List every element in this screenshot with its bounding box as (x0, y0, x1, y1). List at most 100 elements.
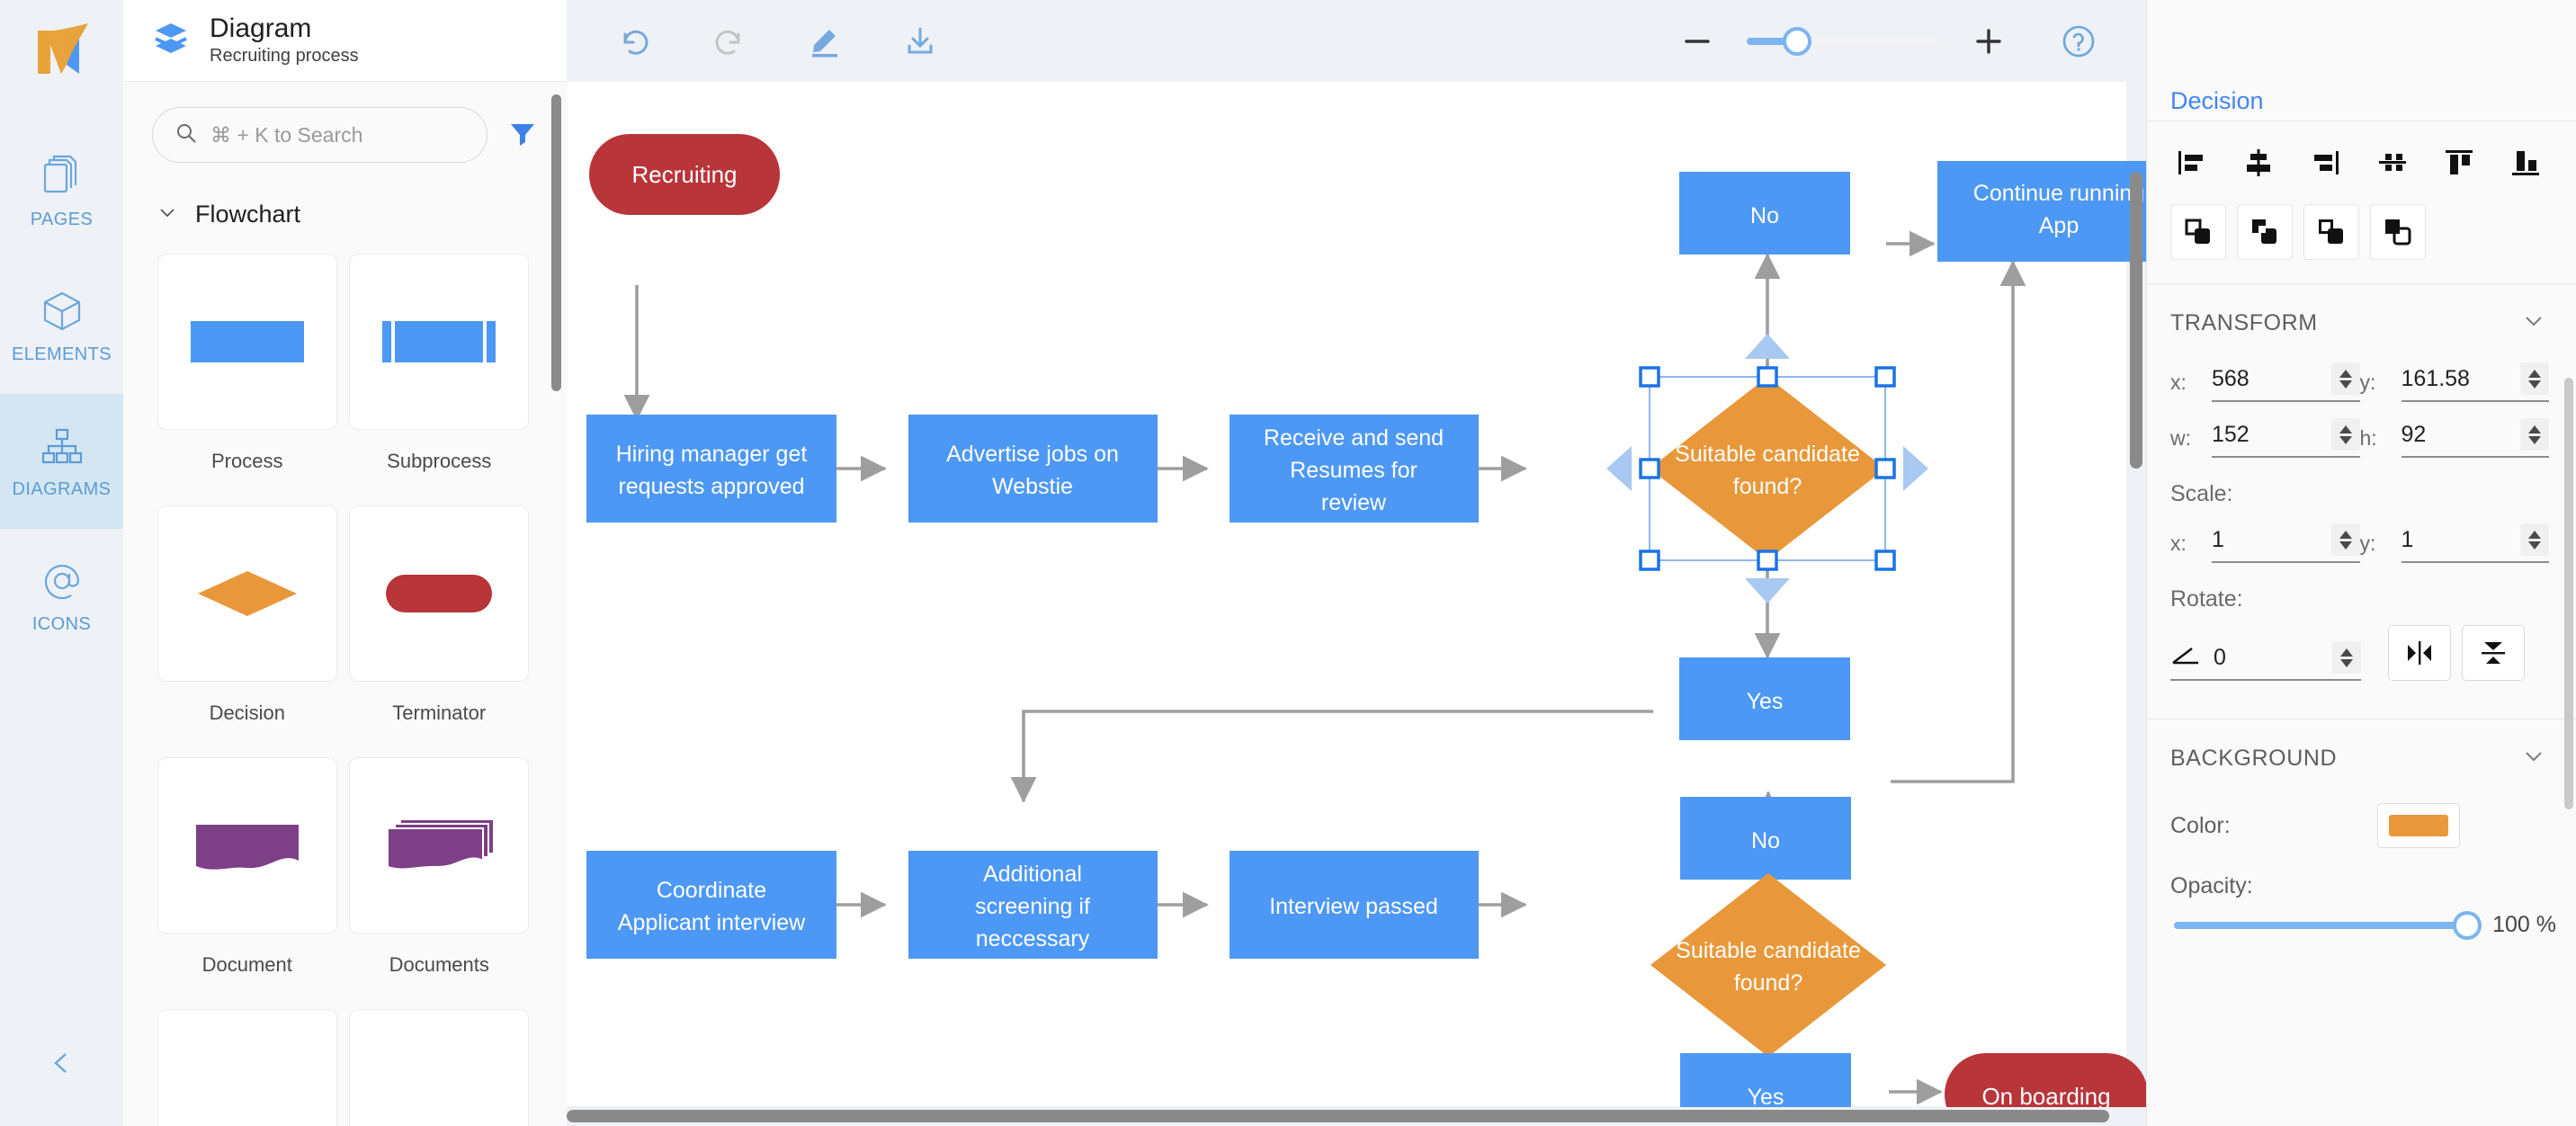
zoom-slider[interactable] (1747, 26, 1939, 56)
sidebar-item-pages[interactable]: PAGES (0, 124, 123, 259)
resize-handles[interactable] (1639, 366, 1896, 571)
properties-scrollbar-thumb[interactable] (2564, 378, 2573, 809)
canvas-horizontal-scrollbar[interactable] (567, 1110, 2146, 1122)
filter-icon[interactable] (504, 116, 541, 154)
sidebar-item-diagrams[interactable]: DIAGRAMS (0, 394, 123, 529)
send-to-back-icon[interactable] (2370, 204, 2426, 260)
brand-logo[interactable] (31, 23, 94, 81)
panel-scrollbar[interactable] (551, 94, 561, 1012)
color-swatch-button[interactable] (2377, 803, 2460, 848)
shape-label: Subprocess (387, 450, 492, 472)
y-field-group: y: 161.58 (2360, 362, 2549, 402)
align-right-icon[interactable] (2303, 141, 2347, 184)
sidebar-item-icons[interactable]: ICONS (0, 529, 123, 664)
opacity-slider[interactable] (2174, 910, 2482, 940)
align-top-icon[interactable] (2437, 141, 2481, 184)
selection-overlay[interactable] (1606, 334, 1928, 603)
pen-icon[interactable] (804, 21, 845, 62)
transform-section-header[interactable]: TRANSFORM (2147, 284, 2576, 346)
bring-forward-icon[interactable] (2237, 204, 2293, 260)
shape-item-partial-left[interactable] (156, 1009, 339, 1126)
w-stepper[interactable] (2330, 418, 2360, 451)
chevron-down-icon[interactable] (2522, 309, 2545, 337)
sidebar-item-elements[interactable]: ELEMENTS (0, 259, 123, 394)
node-interview-passed[interactable]: Interview passed (1230, 851, 1479, 959)
background-section-header[interactable]: BACKGROUND (2147, 719, 2576, 782)
canvas-area[interactable]: Recruiting Hiring manager get requests a… (567, 82, 2146, 1126)
minus-icon[interactable] (1666, 0, 1729, 82)
x-stepper[interactable] (2330, 362, 2360, 395)
position-fields: x: 568 y: 161.58 (2147, 346, 2576, 402)
distribute-horizontal-icon[interactable] (2371, 141, 2414, 184)
h-field-group: h: 92 (2360, 418, 2549, 458)
scale-label: Scale: (2170, 481, 2233, 506)
plus-icon[interactable] (1957, 0, 2020, 82)
node-decision-2[interactable]: Suitable candidate found? (1650, 873, 1886, 1057)
shape-item-document[interactable]: Document (156, 757, 339, 1000)
node-advertise-jobs[interactable]: Advertise jobs on Webstie (908, 415, 1158, 523)
node-no-bottom[interactable]: No (1680, 797, 1851, 880)
rotate-stepper[interactable] (2332, 641, 2361, 674)
align-left-icon[interactable] (2170, 141, 2214, 184)
node-decision-1-selected[interactable]: Suitable candidate found? (1650, 377, 1885, 560)
scale-y-stepper[interactable] (2520, 523, 2549, 556)
node-continue-running-app[interactable]: Continue running App (1937, 161, 2146, 262)
collapse-sidebar-button[interactable] (0, 1047, 123, 1079)
node-on-boarding[interactable]: On boarding (1945, 1053, 2146, 1107)
canvas-vscroll-thumb[interactable] (2130, 172, 2142, 469)
node-recruiting[interactable]: Recruiting (589, 134, 780, 215)
bring-to-front-icon[interactable] (2170, 204, 2226, 260)
align-bottom-icon[interactable] (2504, 141, 2547, 184)
shape-item-terminator[interactable]: Terminator (348, 505, 532, 748)
node-yes-bottom[interactable]: Yes (1680, 1053, 1851, 1107)
help-icon[interactable] (2047, 0, 2110, 82)
panel-scrollbar-thumb[interactable] (551, 94, 561, 391)
redo-icon[interactable] (709, 21, 750, 62)
canvas-vertical-scrollbar[interactable] (2130, 172, 2142, 1125)
shape-item-subprocess[interactable]: Subprocess (348, 254, 532, 496)
flowchart-svg[interactable]: Recruiting Hiring manager get requests a… (567, 82, 2146, 1107)
y-stepper[interactable] (2520, 362, 2549, 395)
zoom-slider-knob[interactable] (1783, 26, 1811, 56)
connection-arrows[interactable] (1606, 334, 1928, 603)
canvas-hscroll-thumb[interactable] (567, 1110, 2109, 1122)
svg-text:found?: found? (1733, 474, 1802, 499)
h-stepper[interactable] (2520, 418, 2549, 451)
flip-vertical-icon[interactable] (2462, 625, 2525, 681)
undo-icon[interactable] (613, 21, 655, 62)
opacity-label: Opacity: (2170, 873, 2253, 898)
send-backward-icon[interactable] (2303, 204, 2359, 260)
node-receive-resumes[interactable]: Receive and send Resumes for review (1230, 415, 1479, 523)
scale-x-stepper[interactable] (2330, 523, 2360, 556)
shape-item-process[interactable]: Process (156, 254, 339, 496)
chevron-down-icon[interactable] (2522, 745, 2545, 773)
scale-y-label: y: (2359, 531, 2376, 555)
properties-scrollbar[interactable] (2564, 378, 2573, 809)
rotate-input[interactable]: 0 (2214, 644, 2226, 670)
shape-item-decision[interactable]: Decision (156, 505, 339, 748)
zoom-slider-fill (1747, 37, 1797, 45)
order-toolbar (2147, 190, 2576, 283)
h-input[interactable]: 92 (2401, 421, 2427, 447)
w-input[interactable]: 152 (2212, 421, 2250, 447)
node-no-top[interactable]: No (1679, 172, 1850, 255)
shape-item-documents[interactable]: Documents (348, 757, 532, 1000)
y-input[interactable]: 161.58 (2401, 365, 2470, 391)
align-center-horizontal-icon[interactable] (2237, 141, 2280, 184)
flip-horizontal-icon[interactable] (2388, 625, 2451, 681)
shape-item-partial-right[interactable] (348, 1009, 532, 1126)
node-yes-top[interactable]: Yes (1679, 657, 1850, 740)
flowchart-group-header[interactable]: Flowchart (123, 181, 567, 239)
x-input[interactable]: 568 (2212, 365, 2250, 391)
scale-y-input[interactable]: 1 (2401, 526, 2414, 552)
node-coordinate-interview[interactable]: Coordinate Applicant interview (586, 851, 836, 959)
opacity-slider-knob[interactable] (2453, 910, 2482, 940)
search-box[interactable] (152, 107, 487, 163)
search-input[interactable] (210, 122, 465, 147)
svg-text:Yes: Yes (1747, 689, 1784, 714)
scale-x-input[interactable]: 1 (2212, 526, 2224, 552)
download-icon[interactable] (899, 21, 941, 62)
diagram-canvas[interactable]: Recruiting Hiring manager get requests a… (567, 82, 2146, 1107)
node-hiring-manager[interactable]: Hiring manager get requests approved (586, 415, 836, 523)
node-additional-screening[interactable]: Additional screening if neccessary (908, 851, 1158, 959)
